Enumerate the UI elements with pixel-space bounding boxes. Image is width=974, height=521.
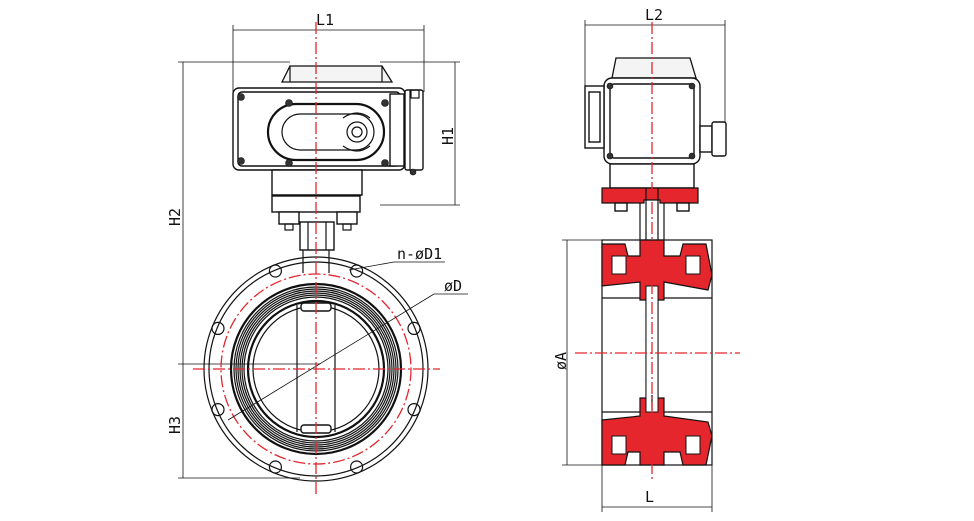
label-l: L	[645, 488, 654, 506]
dim-h2-h3: H2 H3	[166, 61, 320, 479]
side-view: L2	[552, 6, 740, 512]
dim-h1: H1	[380, 61, 460, 206]
actuator-top-cover	[280, 65, 394, 83]
mounting-bracket	[271, 169, 363, 251]
label-a: øA	[552, 352, 570, 370]
label-l2: L2	[645, 6, 663, 24]
dim-l2: L2	[584, 6, 726, 130]
side-centerlines	[575, 22, 740, 480]
front-centerlines	[193, 22, 440, 496]
front-view: L1 H1 H2 H3	[166, 11, 468, 496]
label-h2: H2	[166, 208, 184, 226]
side-actuator	[584, 57, 727, 189]
label-h3: H3	[166, 416, 184, 434]
actuator-body	[232, 87, 424, 176]
label-d: øD	[444, 277, 462, 295]
dim-a-and-l: øA L	[552, 239, 713, 512]
dim-d-and-d1: n-øD1 øD	[227, 245, 468, 421]
label-h1: H1	[439, 127, 457, 145]
side-valve-body	[601, 239, 713, 466]
label-d1: n-øD1	[397, 245, 442, 263]
label-l1: L1	[316, 11, 334, 29]
dim-l1: L1	[232, 11, 425, 92]
